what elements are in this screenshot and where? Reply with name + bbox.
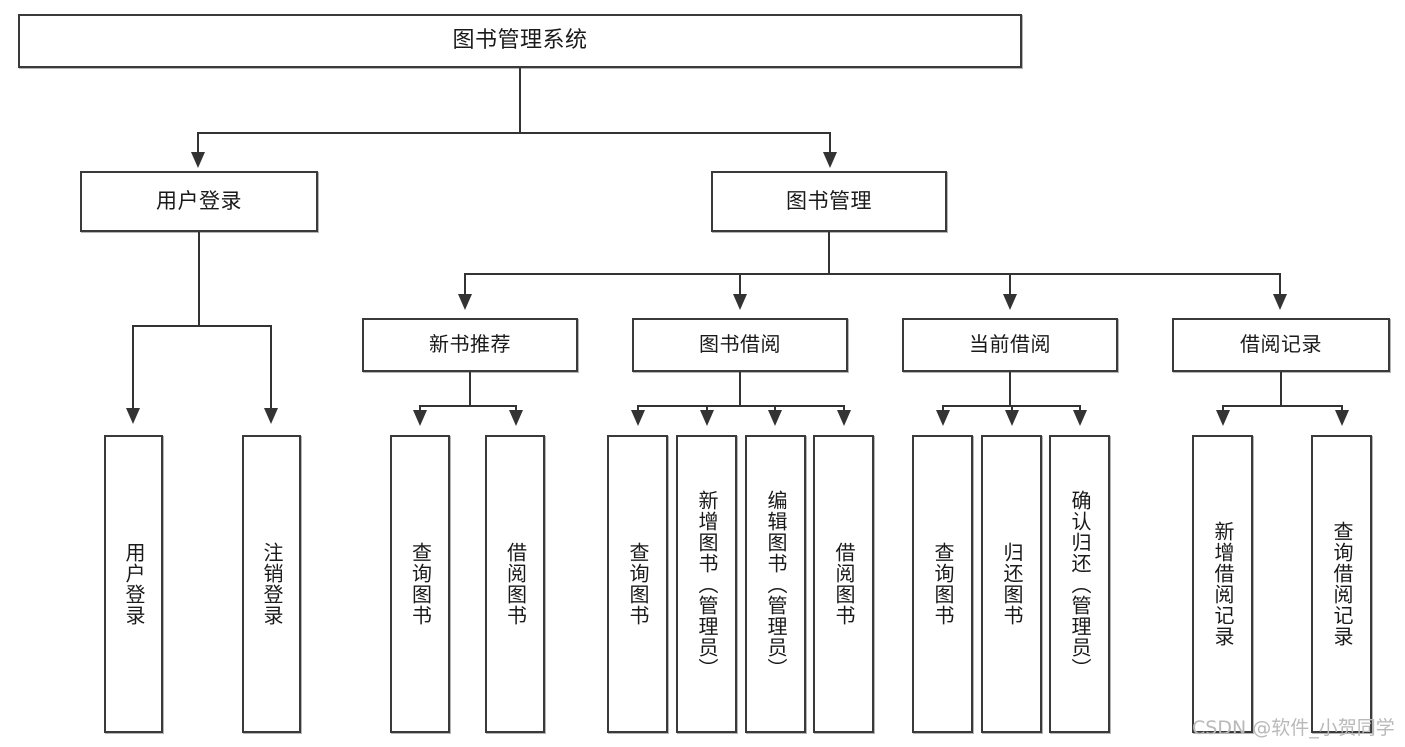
- connector-bookborrow-to-leaf-2: [706, 405, 708, 413]
- node-label: 图书借阅: [699, 332, 781, 357]
- connector-newbook-to-leaf-1: [419, 405, 421, 413]
- leaf-currentborrow-query-book[interactable]: 查询图书: [912, 435, 973, 733]
- node-borrow-record[interactable]: 借阅记录: [1172, 318, 1390, 372]
- arrow-bookborrow-to-leaf-3: [768, 410, 782, 426]
- leaf-user-login-logout[interactable]: 注销登录: [242, 435, 301, 733]
- arrow-user-login-to-leaf-2: [264, 408, 278, 424]
- node-label: 新增借阅记录: [1211, 521, 1235, 647]
- connector-currentborrow-stem: [1009, 372, 1011, 406]
- leaf-bookborrow-query-book[interactable]: 查询图书: [607, 435, 668, 733]
- connector-borrowrecord-bus: [1222, 405, 1342, 407]
- connector-newbook-to-leaf-2: [515, 405, 517, 413]
- node-label: 查询图书: [408, 542, 433, 626]
- connector-user-login-stem: [198, 232, 200, 326]
- connector-newbook-stem: [469, 372, 471, 406]
- node-label: 查询图书: [626, 542, 650, 626]
- node-label: 查询图书: [931, 542, 955, 626]
- node-label: 借阅图书: [503, 542, 528, 626]
- arrow-currentborrow-to-leaf-3: [1073, 410, 1087, 426]
- connector-bm-to-borrow-record: [1279, 273, 1281, 297]
- connector-currentborrow-to-leaf-3: [1079, 405, 1081, 413]
- leaf-bookborrow-add-book-admin[interactable]: 新增图书（管理员）: [676, 435, 737, 733]
- arrow-user-login-to-leaf-1: [126, 408, 140, 424]
- connector-newbook-bus: [419, 405, 517, 407]
- connector-currentborrow-to-leaf-2: [1011, 405, 1013, 413]
- arrow-bookborrow-to-leaf-4: [837, 410, 851, 426]
- connector-bookborrow-to-leaf-4: [843, 405, 845, 413]
- node-label: 借阅记录: [1240, 332, 1322, 357]
- node-user-login[interactable]: 用户登录: [80, 171, 318, 232]
- connector-borrowrecord-to-leaf-1: [1222, 405, 1224, 413]
- arrow-bookborrow-to-leaf-1: [631, 410, 645, 426]
- connector-currentborrow-to-leaf-1: [942, 405, 944, 413]
- node-label: 图书管理系统: [452, 28, 588, 54]
- leaf-newbook-query-book[interactable]: 查询图书: [390, 435, 450, 733]
- arrow-borrowrecord-to-leaf-2: [1335, 410, 1349, 426]
- node-label: 用户登录: [122, 542, 146, 626]
- node-label: 归还图书: [1000, 542, 1024, 626]
- leaf-borrowrecord-add-record[interactable]: 新增借阅记录: [1192, 435, 1253, 733]
- arrow-root-to-book-manage: [823, 152, 837, 168]
- connector-user-login-bus: [132, 325, 270, 327]
- connector-bookborrow-stem: [739, 372, 741, 406]
- node-label: 查询借阅记录: [1330, 521, 1354, 647]
- node-label: 新书推荐: [429, 332, 511, 357]
- arrow-bm-to-new-book: [458, 294, 472, 310]
- arrow-currentborrow-to-leaf-2: [1005, 410, 1019, 426]
- arrow-bm-to-borrow-record: [1273, 294, 1287, 310]
- arrow-newbook-to-leaf-2: [509, 410, 523, 426]
- connector-bm-to-current-borrow: [1009, 273, 1011, 297]
- node-book-borrow[interactable]: 图书借阅: [632, 318, 848, 372]
- node-label: 确认归还（管理员）: [1068, 489, 1092, 679]
- leaf-currentborrow-confirm-return-admin[interactable]: 确认归还（管理员）: [1049, 435, 1110, 733]
- connector-user-login-to-leaf-1: [132, 325, 134, 411]
- connector-bm-to-new-book: [464, 273, 466, 297]
- csdn-watermark: CSDN @软件_小贺同学: [1192, 717, 1395, 739]
- arrow-root-to-user-login: [191, 152, 205, 168]
- node-book-management[interactable]: 图书管理: [711, 171, 947, 232]
- arrow-bm-to-book-borrow: [733, 294, 747, 310]
- node-label: 用户登录: [156, 189, 242, 214]
- connector-borrowrecord-stem: [1280, 372, 1282, 406]
- connector-book-management-stem: [828, 232, 830, 274]
- connector-bm-to-book-borrow: [739, 273, 741, 297]
- node-new-book-recommend[interactable]: 新书推荐: [362, 318, 578, 372]
- leaf-bookborrow-edit-book-admin[interactable]: 编辑图书（管理员）: [745, 435, 806, 733]
- leaf-user-login-login[interactable]: 用户登录: [104, 435, 163, 733]
- node-label: 图书管理: [786, 189, 872, 214]
- leaf-borrowrecord-query-record[interactable]: 查询借阅记录: [1311, 435, 1372, 733]
- connector-borrowrecord-to-leaf-2: [1341, 405, 1343, 413]
- connector-bookborrow-to-leaf-1: [637, 405, 639, 413]
- node-current-borrow[interactable]: 当前借阅: [902, 318, 1118, 372]
- node-label: 编辑图书（管理员）: [764, 489, 788, 679]
- node-label: 借阅图书: [832, 542, 856, 626]
- arrow-currentborrow-to-leaf-1: [936, 410, 950, 426]
- leaf-currentborrow-return-book[interactable]: 归还图书: [981, 435, 1042, 733]
- arrow-bookborrow-to-leaf-2: [700, 410, 714, 426]
- leaf-bookborrow-borrow-book[interactable]: 借阅图书: [813, 435, 874, 733]
- connector-bookborrow-to-leaf-3: [774, 405, 776, 413]
- node-label: 注销登录: [260, 542, 284, 626]
- node-label: 当前借阅: [969, 332, 1051, 357]
- connector-root-to-user-login: [197, 132, 199, 154]
- connector-user-login-to-leaf-2: [270, 325, 272, 411]
- connector-bookborrow-bus: [637, 405, 844, 407]
- node-root-system[interactable]: 图书管理系统: [18, 14, 1022, 68]
- arrow-bm-to-current-borrow: [1003, 294, 1017, 310]
- connector-root-to-book-manage: [829, 132, 831, 154]
- arrow-borrowrecord-to-leaf-1: [1216, 410, 1230, 426]
- connector-book-management-bus: [464, 273, 1280, 275]
- connector-root-bus: [197, 132, 831, 134]
- connector-root-stem: [519, 68, 521, 133]
- node-label: 新增图书（管理员）: [695, 489, 719, 679]
- leaf-newbook-borrow-book[interactable]: 借阅图书: [485, 435, 545, 733]
- arrow-newbook-to-leaf-1: [413, 410, 427, 426]
